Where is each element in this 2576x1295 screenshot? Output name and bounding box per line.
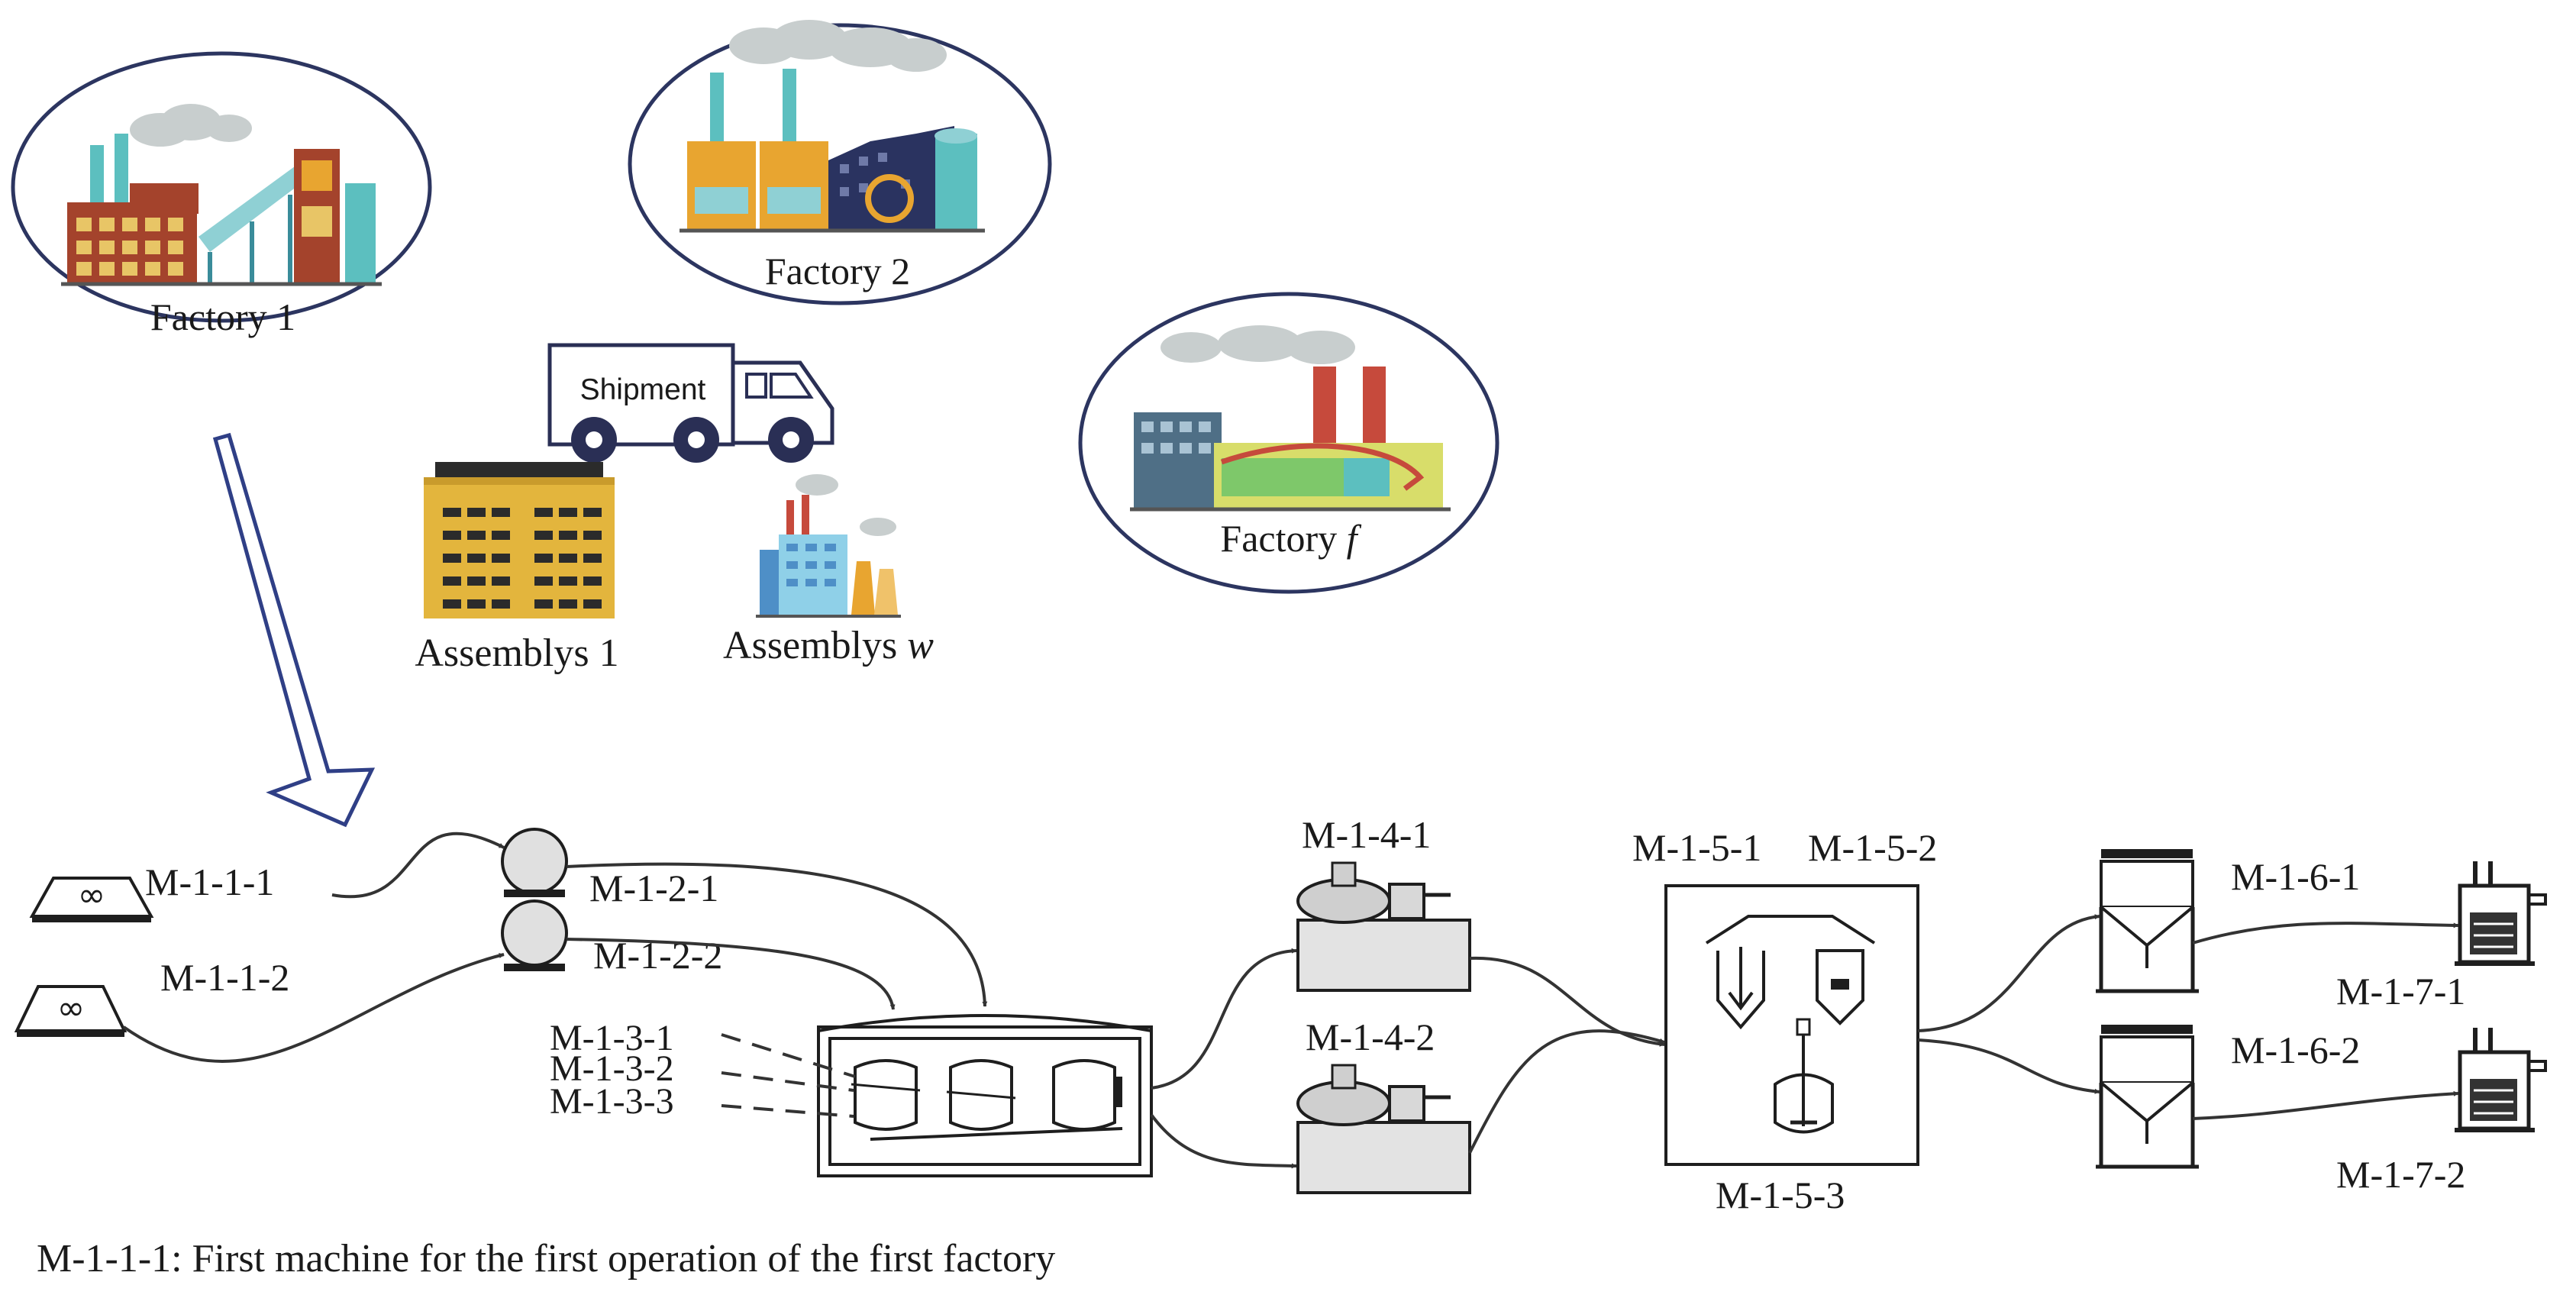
press-icon [2455, 861, 2547, 966]
factory-1-label: Factory 1 [150, 295, 295, 338]
machine-group-m-1-3: M-1-3-1 M-1-3-2 M-1-3-3 [550, 1014, 1153, 1177]
m-1-1-2-label: M-1-1-2 [160, 956, 289, 999]
svg-text:∞: ∞ [78, 876, 106, 915]
vessel-icon [851, 1059, 921, 1131]
m-1-6-2-label: M-1-6-2 [2231, 1029, 2360, 1071]
mixer-machine-icon [1296, 861, 1471, 992]
mixer-machine-icon [1296, 1064, 1471, 1194]
flow-arrow [1468, 1029, 1665, 1154]
flow-connectors [122, 832, 2459, 1169]
factory-icon [61, 104, 382, 286]
m-1-7-1-label: M-1-7-1 [2336, 970, 2465, 1012]
flow-arrow [1150, 1113, 1297, 1169]
flow-arrow [2192, 1090, 2459, 1120]
cabinet-icon [2096, 1025, 2199, 1169]
m-1-7-2-label: M-1-7-2 [2336, 1153, 2465, 1196]
machine-m-1-6-1: M-1-6-1 [2096, 849, 2360, 993]
roller-icon [501, 828, 568, 895]
press-icon [2455, 1028, 2547, 1132]
m-1-3-3-label: M-1-3-3 [550, 1081, 674, 1122]
m-1-3-2-label: M-1-3-2 [550, 1048, 674, 1089]
assembly-plant-icon [756, 474, 901, 618]
machine-m-1-2-1: M-1-2-1 [501, 828, 718, 909]
machine-m-1-1-2: ∞ M-1-1-2 [14, 956, 289, 1037]
shipment-label: Shipment [580, 373, 706, 406]
flow-arrow [566, 862, 988, 1007]
assemblys-1-node: Assemblys 1 [415, 462, 619, 675]
machine-m-1-6-2: M-1-6-2 [2096, 1025, 2360, 1169]
flow-arrow [2192, 922, 2459, 945]
factory-2-label: Factory 2 [765, 250, 910, 292]
cabinet-icon [2096, 849, 2199, 993]
machine-group-m-1-5: M-1-5-1 M-1-5-2 M-1-5-3 [1632, 826, 1937, 1216]
zoom-arrow [212, 432, 376, 828]
machine-m-1-7-2: M-1-7-2 [2336, 1028, 2547, 1196]
tank-housing [818, 1014, 1152, 1032]
assemblys-w-label: Assemblys w [723, 624, 934, 667]
factory-f-label: Factory f [1220, 517, 1361, 560]
m-1-5-3-label: M-1-5-3 [1716, 1174, 1845, 1216]
footnote: M-1-1-1: First machine for the first ope… [37, 1237, 1055, 1280]
reactor-box [1664, 884, 1919, 1166]
svg-text:∞: ∞ [57, 989, 86, 1028]
flow-arrow [1917, 1038, 2100, 1094]
vessel-icon [946, 1059, 1016, 1131]
flow-arrow [1917, 914, 2100, 1032]
silo-icon [1816, 949, 1864, 1025]
assemblys-w-node: Assemblys w [723, 474, 934, 667]
agitator-icon [1774, 1018, 1834, 1134]
machine-m-1-7-1: M-1-7-1 [2336, 861, 2547, 1012]
m-1-6-1-label: M-1-6-1 [2231, 855, 2360, 898]
factory-2-node: Factory 2 [628, 20, 1052, 305]
m-1-5-1-label: M-1-5-1 [1632, 826, 1761, 869]
roller-icon [501, 899, 568, 967]
hopper-icon [1716, 947, 1765, 1030]
m-1-4-2-label: M-1-4-2 [1306, 1016, 1435, 1058]
flow-arrow [331, 832, 505, 899]
truck-icon [547, 343, 834, 463]
shipment-truck: Shipment [547, 343, 834, 463]
machine-m-1-4-2: M-1-4-2 [1296, 1016, 1471, 1194]
flow-arrow [122, 953, 505, 1063]
m-1-5-2-label: M-1-5-2 [1808, 826, 1937, 869]
factory-f-node: Factory f [1078, 292, 1499, 594]
flow-arrow [566, 938, 896, 1010]
assemblys-1-label: Assemblys 1 [415, 631, 618, 675]
machine-m-1-4-1: M-1-4-1 [1296, 813, 1471, 992]
flow-arrow [1151, 948, 1297, 1090]
factory-icon [1130, 325, 1451, 512]
m-1-2-1-label: M-1-2-1 [589, 867, 718, 909]
m-1-1-1-label: M-1-1-1 [145, 861, 274, 903]
factory-icon [680, 20, 985, 233]
flow-arrow [1469, 956, 1665, 1047]
factory-1-node: Factory 1 [11, 51, 432, 338]
vessel-icon [1052, 1059, 1122, 1131]
m-1-4-1-label: M-1-4-1 [1302, 813, 1431, 856]
assembly-building-icon [424, 462, 615, 618]
machine-m-1-1-1: ∞ M-1-1-1 [29, 861, 274, 922]
m-1-3-1-label: M-1-3-1 [550, 1018, 674, 1058]
